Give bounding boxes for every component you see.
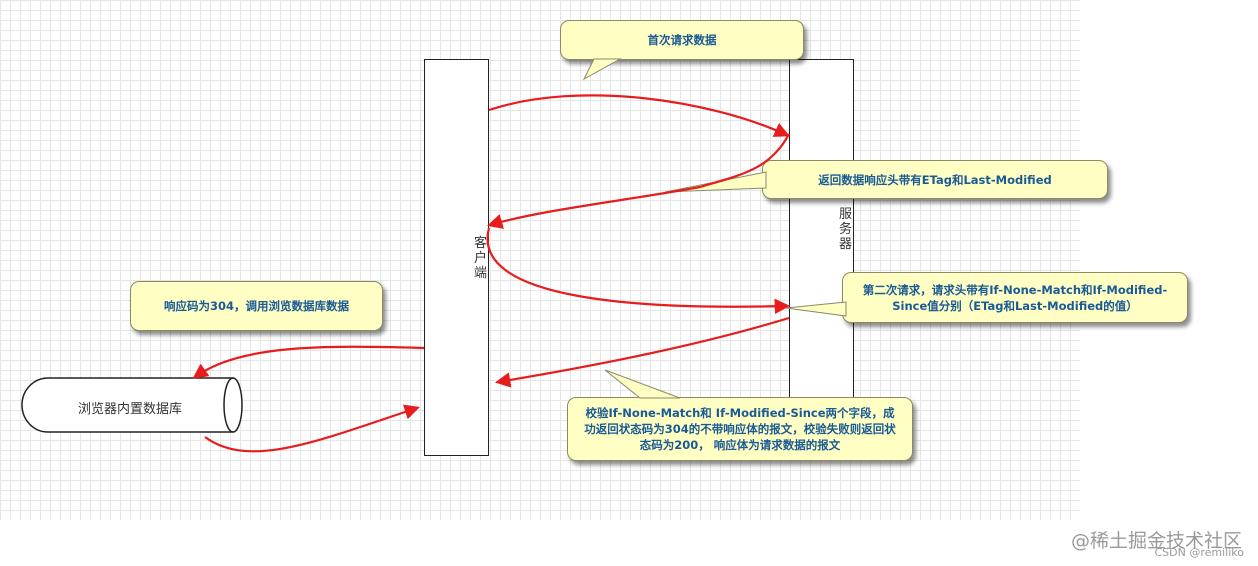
note-first-request-text: 首次请求数据 (647, 33, 717, 47)
database-label: 浏览器内置数据库 (77, 402, 182, 417)
note-first-request: 首次请求数据 (560, 20, 804, 60)
note-second-request: 第二次请求，请求头带有If-None-Match和If-Modified-Sin… (842, 272, 1188, 323)
arrow-db-to-client (204, 404, 420, 453)
note-code-304: 响应码为304，调用浏览数据库数据 (130, 281, 383, 331)
note-return-headers: 返回数据响应头带有ETag和Last-Modified (762, 160, 1108, 199)
server-box: 服务器 (789, 59, 854, 399)
arrow-response (487, 133, 790, 229)
note-return-headers-text: 返回数据响应头带有ETag和Last-Modified (818, 172, 1052, 187)
note-code-304-text: 响应码为304，调用浏览数据库数据 (163, 299, 349, 313)
tail-first-request (582, 58, 622, 81)
tail-second-request (785, 301, 847, 317)
client-label: 客户端 (471, 235, 486, 280)
note-validate-text: 校验If-None-Match和 If-Modified-Since两个字段，成… (584, 406, 896, 452)
note-validate: 校验If-None-Match和 If-Modified-Since两个字段，成… (567, 397, 913, 461)
arrow-client-to-db (192, 345, 425, 379)
arrow-validate-response (494, 316, 790, 388)
watermark-author: CSDN @remiliko (1154, 546, 1245, 559)
watermark-site: @稀土掘金技术社区 (1070, 530, 1242, 552)
arrow-second-request (486, 227, 791, 315)
grid-background (0, 0, 1080, 520)
note-second-request-text: 第二次请求，请求头带有If-None-Match和If-Modified-Sin… (862, 282, 1168, 313)
server-label: 服务器 (836, 206, 851, 252)
tail-validate (604, 369, 681, 399)
client-box: 客户端 (424, 59, 489, 456)
arrow-first-request (488, 94, 790, 137)
